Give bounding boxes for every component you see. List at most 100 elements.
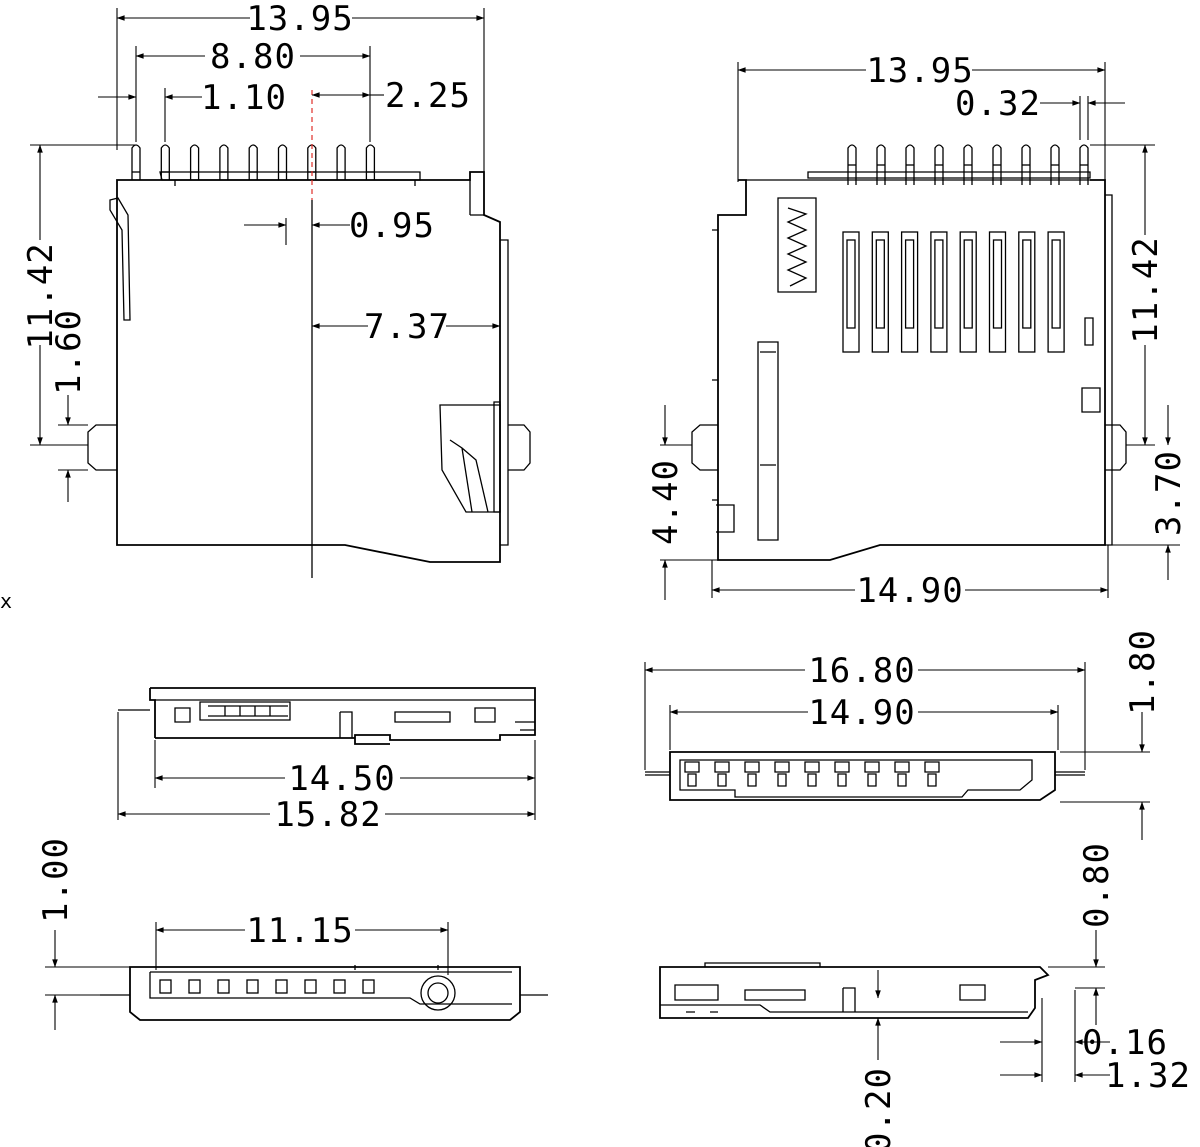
bottom-view-slot-contact: [1022, 239, 1032, 329]
dim-end-height: 1.80: [1123, 629, 1163, 715]
dim-top-pin-span: 8.80: [210, 37, 296, 77]
bottom-view-pin: [847, 144, 857, 185]
end-view-contacts: [684, 761, 940, 787]
top-view-pin: [219, 144, 229, 180]
end-view-contact: [774, 761, 790, 787]
bottom-view-pin: [1050, 144, 1060, 185]
top-view-pin: [248, 144, 258, 180]
bottom-view-pins: [847, 144, 1089, 185]
bottom-view-pin: [1021, 144, 1031, 185]
bottom-view-small-slot: [1084, 317, 1094, 346]
dim-rear-pin-len: 1.32: [1105, 1056, 1191, 1096]
top-view-left-tab: [87, 424, 117, 471]
top-view-right-rail: [500, 239, 509, 546]
bottom-view-slot: [871, 231, 889, 353]
rear-view-body: [659, 966, 1050, 1019]
dim-side-inner-length: 14.50: [288, 759, 395, 799]
top-view-right-tab: [508, 424, 531, 471]
end-view-body: [669, 751, 1056, 801]
top-view-pin: [365, 144, 376, 180]
end-view-contact: [864, 761, 880, 787]
bottom-view-pin: [905, 144, 915, 185]
bottom-view-pin: [1079, 144, 1089, 185]
end-view-contact: [834, 761, 850, 787]
bottom-view-slot: [959, 231, 977, 353]
top-view-latch: [439, 404, 501, 513]
top-view-pin: [277, 144, 288, 180]
top-view-latch-rail: [493, 401, 501, 513]
front-view-marks: [354, 965, 439, 970]
top-view-left-spring: [109, 197, 131, 321]
bottom-view-pin: [963, 144, 973, 185]
dim-top-offset-center: 0.95: [349, 206, 435, 246]
dim-bottom-body-width: 14.90: [856, 571, 963, 611]
bottom-view-slot-contact: [963, 239, 973, 329]
bottom-view: 13.95 0.32 11.42 4.40 3.70 14.90: [646, 51, 1189, 611]
dim-top-pin-pitch: 1.10: [201, 78, 287, 118]
dim-bottom-tab-right: 3.70: [1149, 450, 1189, 536]
dim-front-height: 1.00: [36, 837, 76, 923]
front-view-contact: [246, 979, 259, 994]
bottom-view-slot: [1047, 231, 1065, 353]
front-view-contact: [304, 979, 317, 994]
front-view-round-post: [420, 975, 456, 1011]
side-view-slot: [339, 711, 353, 738]
dim-rear-pin-thk: 0.16: [1082, 1023, 1168, 1063]
dim-bottom-width-total: 13.95: [866, 51, 973, 91]
top-view-pin: [160, 144, 170, 180]
bottom-view-edge-marks: [712, 229, 718, 501]
rear-view-inner: [660, 962, 1028, 1013]
dim-side-outer-length: 15.82: [274, 795, 381, 835]
top-view: 13.95 8.80 1.10 2.25 0.95 7.37 11.42 1.6…: [21, 0, 531, 578]
end-view-contact: [744, 761, 760, 787]
dim-top-width-total: 13.95: [246, 0, 353, 39]
bottom-view-slot-contact: [846, 239, 856, 329]
dim-top-offset-right: 2.25: [385, 76, 471, 116]
bottom-view-right-tab: [1105, 424, 1127, 471]
dim-bottom-pin-width: 0.32: [955, 84, 1041, 124]
dim-rear-gap: 0.20: [859, 1067, 899, 1147]
front-view-contact: [217, 979, 230, 994]
dim-rear-height: 0.80: [1077, 842, 1117, 928]
end-view-inner: [679, 759, 1033, 798]
dim-top-half-width: 7.37: [364, 307, 450, 347]
dim-front-span: 11.15: [246, 911, 353, 951]
end-view-contact: [714, 761, 730, 787]
bottom-view-slot-contact: [934, 239, 944, 329]
side-view-square-window-right: [474, 707, 496, 723]
side-view-spring-coils: [224, 706, 271, 716]
bottom-view-left-tab: [691, 424, 718, 471]
rear-view-slot-mid: [744, 989, 806, 1001]
bottom-view-slot-contact: [992, 239, 1003, 329]
bottom-view-slot-contact: [1051, 239, 1061, 329]
dim-end-body: 14.90: [808, 693, 915, 733]
end-view-contact: [924, 761, 940, 787]
bottom-view-coil-frame: [777, 197, 817, 293]
side-view-square-window-left: [174, 707, 191, 723]
bottom-view-slot: [988, 231, 1007, 353]
end-view-contact: [894, 761, 910, 787]
top-view-pin: [131, 144, 141, 180]
side-view-body: [149, 687, 536, 745]
front-view-contact: [275, 979, 288, 994]
front-view-inner: [149, 971, 512, 1005]
bottom-view-pin: [992, 144, 1002, 185]
dim-bottom-tab-left: 4.40: [646, 459, 686, 545]
top-view-pins: [131, 144, 376, 180]
top-view-pin: [189, 144, 200, 180]
corner-mark: x: [0, 589, 13, 613]
rear-view-post: [842, 987, 856, 1012]
bottom-view-slot: [1018, 231, 1036, 353]
front-view-contact: [362, 979, 375, 994]
bottom-view-body: [717, 179, 1106, 561]
bottom-view-pin: [934, 144, 944, 185]
dim-top-height: 11.42: [21, 242, 61, 349]
side-view-long-window: [394, 711, 451, 723]
side-view-spring-frame: [199, 701, 291, 721]
front-view-contacts: [159, 979, 375, 994]
rear-view: 0.20 0.80 0.16 1.32: [659, 842, 1191, 1147]
side-view: 14.50 15.82: [117, 687, 536, 835]
bottom-view-contact-slots: [842, 231, 1065, 353]
bottom-view-ejector-slot: [757, 341, 779, 541]
end-view: 16.80 14.90 1.80: [644, 629, 1163, 840]
